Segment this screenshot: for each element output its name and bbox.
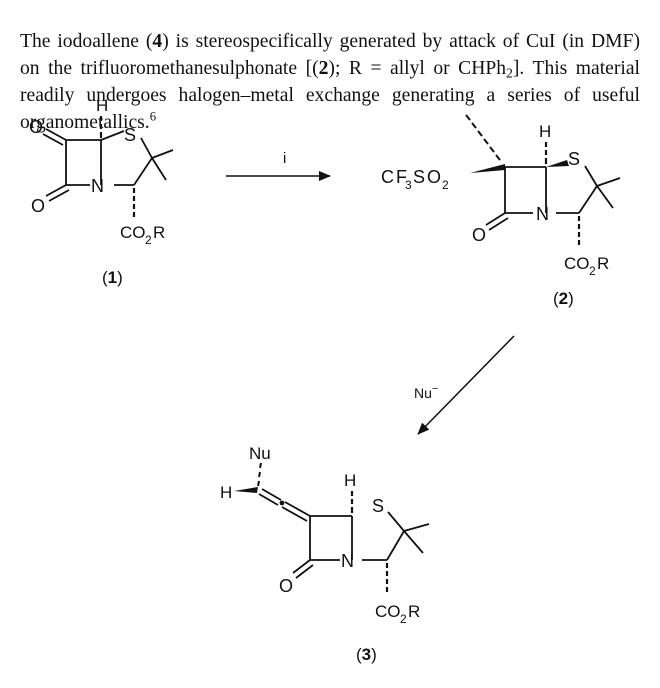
wedge-bond xyxy=(470,164,505,173)
compound-2-atoms: H S N O CF 3 SO 2 CO 2 R (2) xyxy=(381,122,609,308)
atom-h: H xyxy=(344,471,356,490)
ester-sub: 2 xyxy=(400,612,407,626)
compound-label-2: (2) xyxy=(553,289,574,308)
reference-marker: 6 xyxy=(149,108,157,123)
compound-3-structure xyxy=(257,462,430,592)
reaction-arrow-nu xyxy=(417,335,515,435)
triflyl-so: SO xyxy=(413,167,443,187)
atom-n: N xyxy=(91,176,104,196)
compound-2-structure xyxy=(465,114,621,245)
atom-h: H xyxy=(96,96,108,115)
wedge-bond xyxy=(234,487,258,493)
atom-h: H xyxy=(220,483,232,502)
compound-ref-4: 4 xyxy=(152,30,163,52)
ester-co: CO xyxy=(564,254,590,273)
atom-h: H xyxy=(539,122,551,141)
atom-s: S xyxy=(124,125,136,145)
atom-o: O xyxy=(29,117,43,137)
ester-co: CO xyxy=(120,223,146,242)
compound-label-3: (3) xyxy=(356,645,377,664)
compound-label-1: (1) xyxy=(102,268,123,287)
body-paragraph: The iodoallene (4) is stereospecifically… xyxy=(20,30,640,133)
ester-r: R xyxy=(153,223,165,242)
ester-co: CO xyxy=(375,602,401,621)
allene-central-carbon xyxy=(279,500,285,506)
ester-r: R xyxy=(408,602,420,621)
triflyl-cf: CF xyxy=(381,167,409,187)
triflyl-sub2: 2 xyxy=(442,178,449,192)
compound-1-atoms: H S N O O CO 2 R (1) xyxy=(29,96,165,287)
atom-s: S xyxy=(372,496,384,516)
atom-o: O xyxy=(472,225,486,245)
compound-1-structure xyxy=(42,116,174,217)
triflyl-sub3: 3 xyxy=(405,178,412,192)
compound-3-atoms: Nu H H S N O CO 2 R (3) xyxy=(220,444,420,664)
atom-o: O xyxy=(279,576,293,596)
atom-o: O xyxy=(31,196,45,216)
reagent-nu: Nu− xyxy=(414,383,438,401)
ester-sub: 2 xyxy=(589,264,596,278)
reagent-i: i xyxy=(283,150,286,167)
ester-r: R xyxy=(597,254,609,273)
atom-s: S xyxy=(568,149,580,169)
atom-n: N xyxy=(341,551,354,571)
atom-n: N xyxy=(536,204,549,224)
ester-sub: 2 xyxy=(145,233,152,247)
compound-ref-2: 2 xyxy=(318,57,329,79)
substituent-nu: Nu xyxy=(249,444,271,463)
wedge-bond xyxy=(546,160,569,167)
